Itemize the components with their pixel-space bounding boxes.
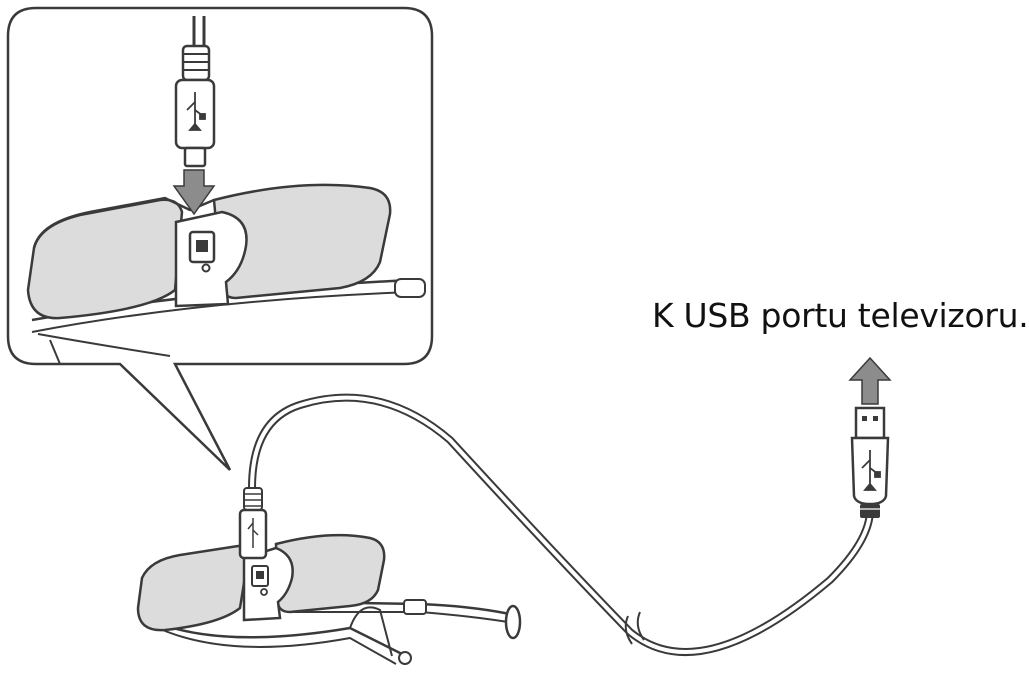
zoom-usb-plug	[174, 16, 216, 168]
main-left-lens	[136, 544, 250, 632]
main-right-lens	[274, 533, 386, 614]
zoom-temple-tip	[394, 278, 426, 298]
main-temple-tip	[504, 604, 522, 640]
up-arrow-icon	[848, 356, 892, 405]
insert-arrow-icon	[172, 169, 216, 216]
usb-cable	[248, 393, 874, 656]
zoomed-glasses	[26, 16, 426, 365]
standard-usb-plug	[850, 406, 890, 518]
usb-port-caption: K USB portu televizoru.	[652, 296, 1029, 335]
usb-symbol-icon	[186, 92, 206, 131]
zoom-right-lens	[212, 183, 392, 300]
main-usb-plug	[238, 487, 268, 560]
main-glasses	[136, 487, 522, 665]
